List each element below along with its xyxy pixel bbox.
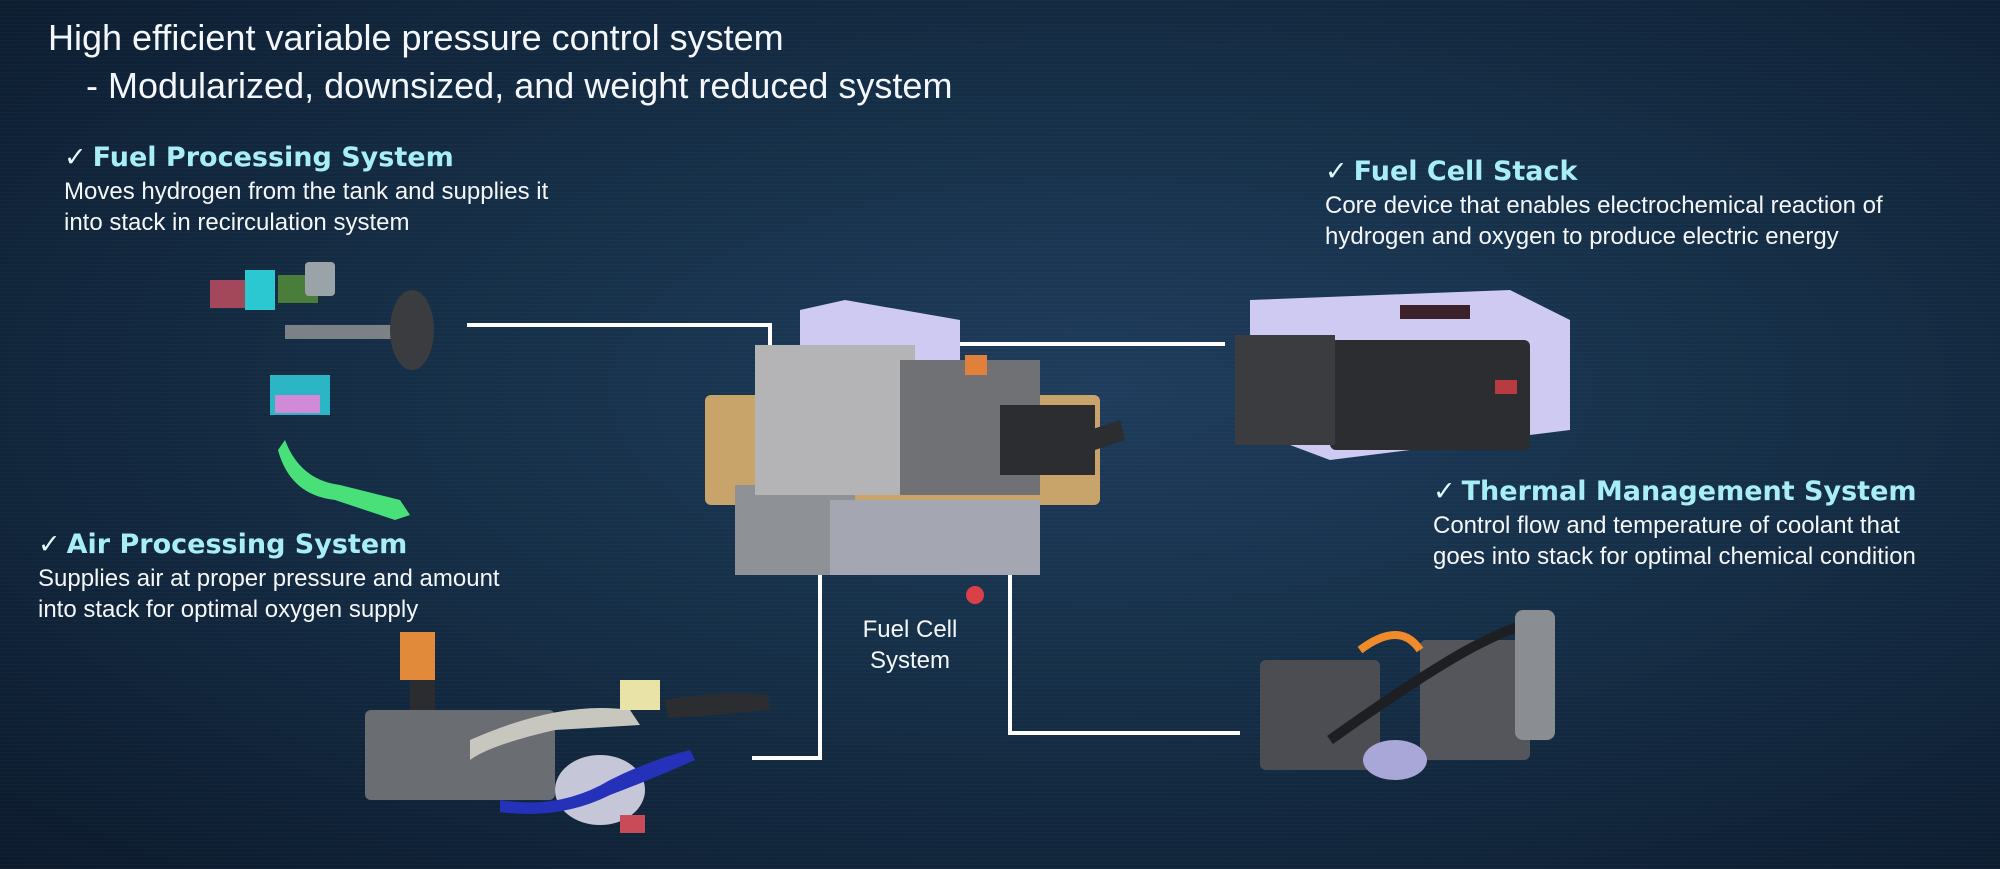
- fuel-cell-system-label-line1: Fuel Cell: [862, 616, 958, 643]
- check-icon: ✓: [38, 529, 61, 560]
- fuel-cell-system-label: Fuel Cell System: [840, 614, 980, 676]
- fuel-cell-stack-title-text: Fuel Cell Stack: [1353, 156, 1578, 187]
- check-icon: ✓: [1433, 476, 1456, 507]
- fuel-processing-title: ✓Fuel Processing System: [64, 140, 548, 176]
- headline-subtitle: - Modularized, downsized, and weight red…: [86, 65, 953, 106]
- thermal-management-title: ✓Thermal Management System: [1433, 474, 1917, 510]
- fuel-cell-stack-illustration: [1235, 290, 1570, 460]
- thermal-management-title-text: Thermal Management System: [1461, 476, 1917, 507]
- fuel-cell-stack-desc-1: Core device that enables electrochemical…: [1325, 192, 1883, 219]
- connector-fuel-processing: [467, 323, 772, 370]
- thermal-management-block: ✓Thermal Management System Control flow …: [1433, 474, 1917, 572]
- fuel-processing-desc-2: into stack in recirculation system: [64, 209, 410, 236]
- connector-air-processing: [752, 540, 822, 760]
- fuel-cell-system-label-line2: System: [869, 647, 950, 674]
- page-title: High efficient variable pressure control…: [48, 14, 952, 110]
- thermal-management-desc-2: goes into stack for optimal chemical con…: [1433, 543, 1916, 570]
- fuel-cell-stack-title: ✓Fuel Cell Stack: [1325, 154, 1883, 190]
- check-icon: ✓: [64, 142, 87, 173]
- fuel-processing-desc-1: Moves hydrogen from the tank and supplie…: [64, 178, 549, 205]
- fuel-processing-title-text: Fuel Processing System: [92, 142, 454, 173]
- thermal-management-illustration: [1260, 610, 1555, 780]
- air-processing-title-text: Air Processing System: [66, 529, 408, 560]
- fuel-cell-system-illustration: [705, 300, 1125, 604]
- air-processing-block: ✓Air Processing System Supplies air at p…: [38, 527, 500, 625]
- check-icon: ✓: [1325, 156, 1348, 187]
- fuel-cell-stack-block: ✓Fuel Cell Stack Core device that enable…: [1325, 154, 1883, 252]
- fuel-processing-illustration: [210, 262, 434, 520]
- thermal-management-desc-1: Control flow and temperature of coolant …: [1433, 512, 1900, 539]
- air-processing-desc-2: into stack for optimal oxygen supply: [38, 596, 419, 623]
- air-processing-desc-1: Supplies air at proper pressure and amou…: [38, 565, 500, 592]
- fuel-cell-stack-desc-2: hydrogen and oxygen to produce electric …: [1325, 223, 1839, 250]
- air-processing-illustration: [365, 632, 770, 833]
- headline-title: High efficient variable pressure control…: [48, 17, 784, 58]
- fuel-processing-block: ✓Fuel Processing System Moves hydrogen f…: [64, 140, 548, 238]
- air-processing-title: ✓Air Processing System: [38, 527, 500, 563]
